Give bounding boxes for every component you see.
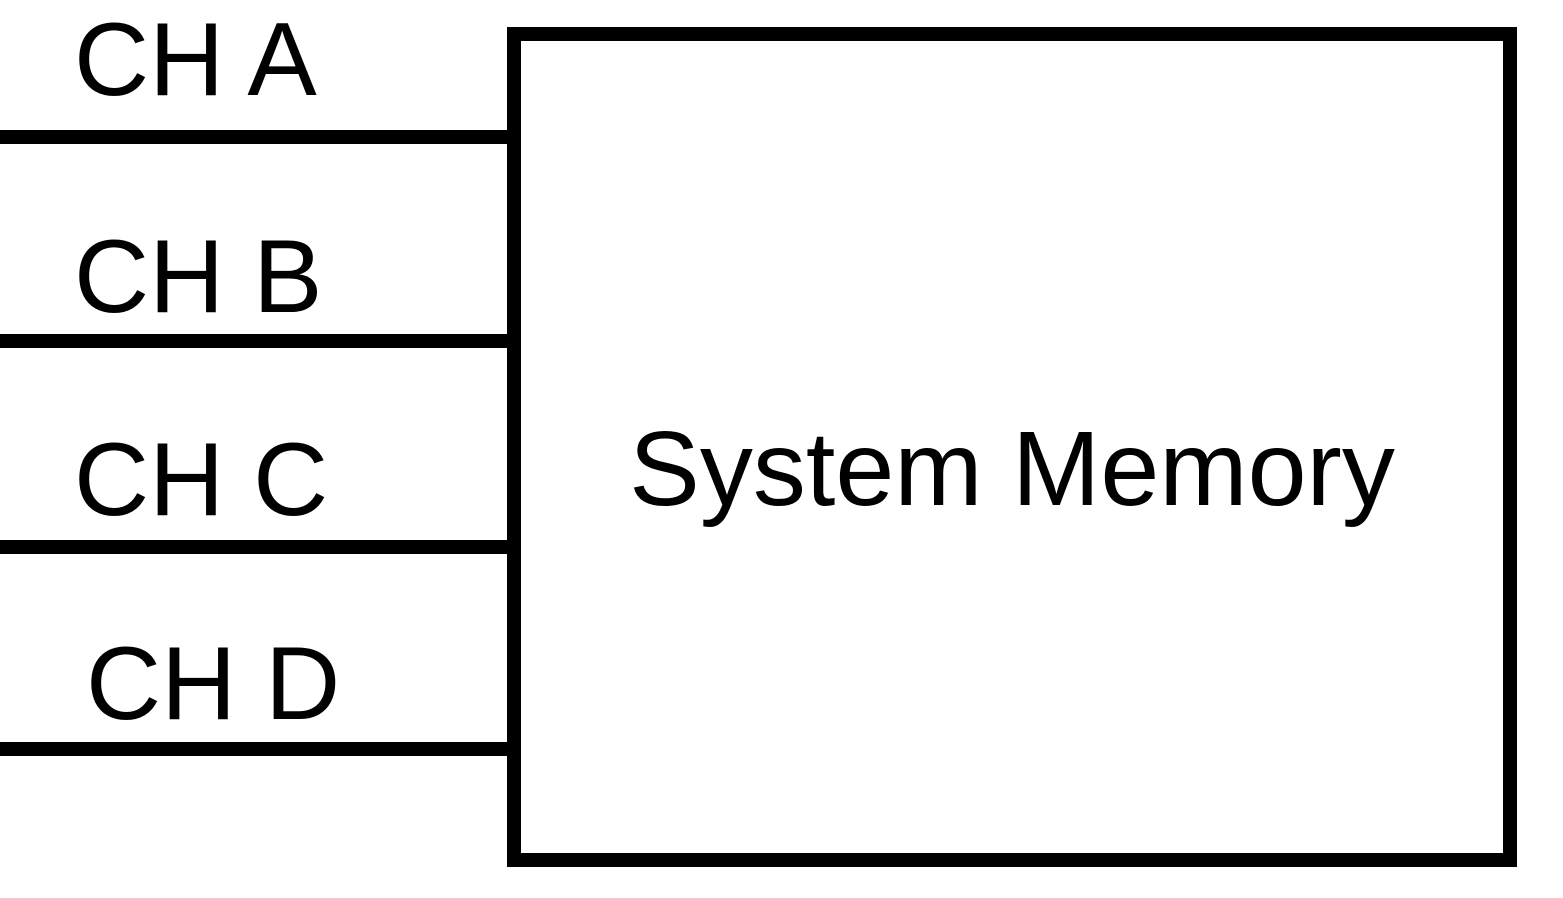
channel-b-label: CH B <box>74 219 323 335</box>
channel-a-label: CH A <box>74 2 317 118</box>
channel-c-line <box>0 540 510 554</box>
channel-d-line <box>0 742 510 756</box>
system-memory-label: System Memory <box>629 410 1395 528</box>
channel-d-label: CH D <box>86 626 341 742</box>
channel-b-line <box>0 334 510 348</box>
channel-a-line <box>0 130 510 144</box>
channel-c-label: CH C <box>74 422 329 538</box>
system-memory-block: System Memory <box>507 27 1517 867</box>
